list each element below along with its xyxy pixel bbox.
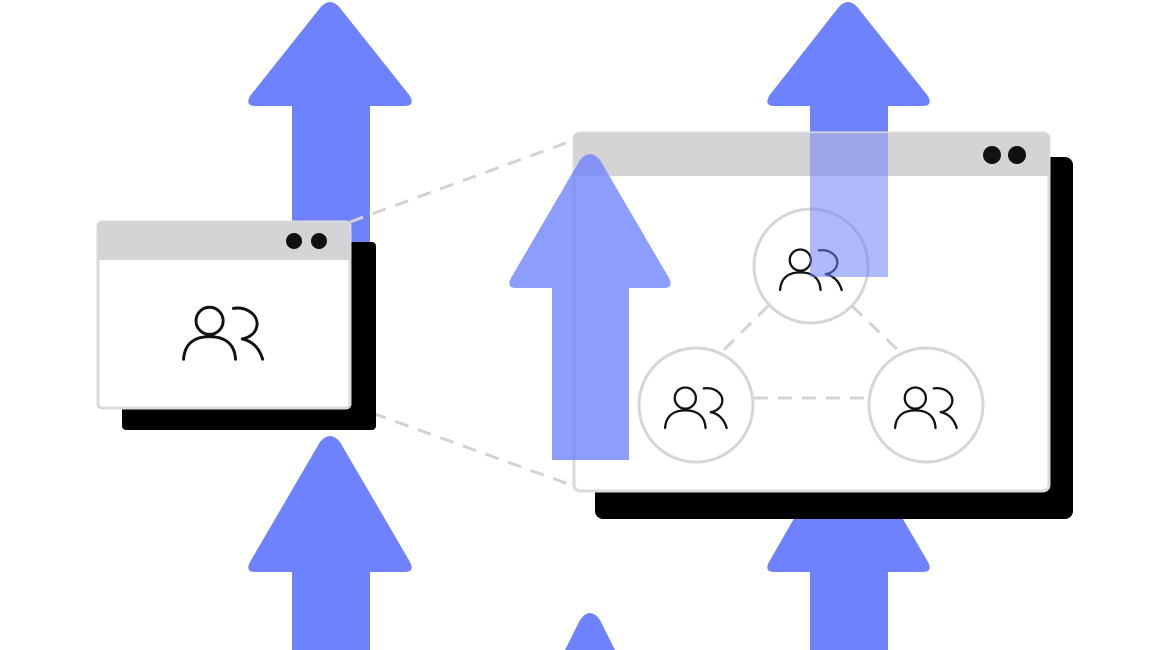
zoom-connector-lines	[349, 138, 575, 488]
window-title-bar	[98, 222, 350, 260]
network-edges	[718, 304, 904, 400]
up-arrow-icon	[767, 436, 930, 650]
up-arrow-icon	[509, 154, 671, 460]
window-dot-icon	[983, 146, 1001, 164]
window-dot-icon	[1008, 146, 1026, 164]
up-arrow-icon	[565, 613, 615, 650]
window-dot-icon	[311, 233, 327, 249]
network-node	[867, 346, 985, 464]
up-arrow-icon	[248, 2, 412, 278]
window-dot-icon	[286, 233, 302, 249]
small-window	[96, 220, 376, 430]
arrow-overlap	[810, 133, 888, 277]
up-arrow-icon	[248, 436, 412, 650]
network-node	[637, 346, 755, 464]
